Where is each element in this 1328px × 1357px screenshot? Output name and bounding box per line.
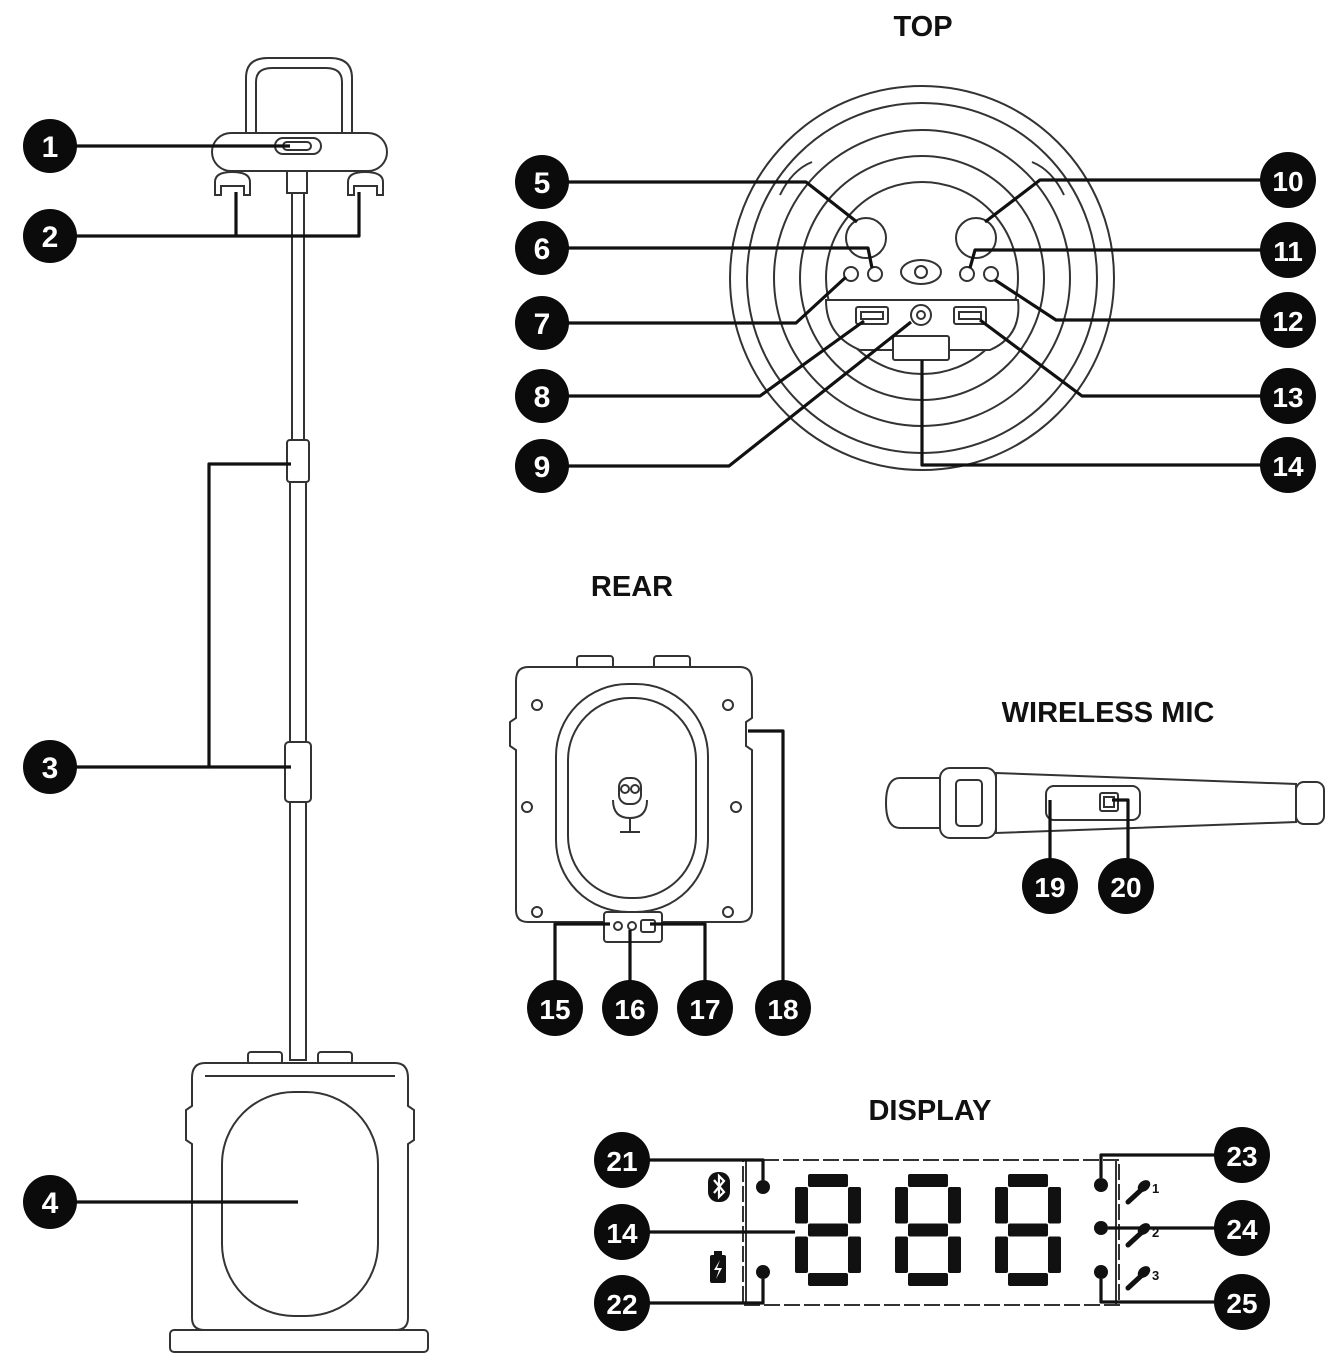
digit-3-segment-e xyxy=(995,1236,1008,1273)
badge-2-label: 2 xyxy=(42,221,59,254)
badge-17-label: 17 xyxy=(689,994,720,1025)
mic-index-1: 1 xyxy=(1152,1181,1159,1196)
badge-23: 23 xyxy=(1214,1127,1270,1183)
badge-12: 12 xyxy=(1260,292,1316,348)
badge-17: 17 xyxy=(677,980,733,1036)
digit-2-segment-a xyxy=(908,1174,948,1187)
badge-7-label: 7 xyxy=(534,308,551,341)
badge-15: 15 xyxy=(527,980,583,1036)
digit-3-segment-c xyxy=(1048,1236,1061,1273)
badge-14-display: 14 xyxy=(594,1204,650,1260)
mic-index-3: 3 xyxy=(1152,1268,1159,1283)
badge-13: 13 xyxy=(1260,368,1316,424)
badge-22: 22 xyxy=(594,1275,650,1331)
digit-2-segment-d xyxy=(908,1273,948,1286)
badge-20-label: 20 xyxy=(1110,872,1141,903)
leader-lines xyxy=(70,144,1280,1305)
badge-24-label: 24 xyxy=(1226,1214,1258,1245)
digit-1-segment-c xyxy=(848,1236,861,1273)
badge-14-display-label: 14 xyxy=(606,1218,638,1249)
display-panel xyxy=(742,1159,1120,1306)
badge-8: 8 xyxy=(515,369,569,423)
badge-14-top: 14 xyxy=(1260,437,1316,493)
digit-3-segment-f xyxy=(995,1187,1008,1224)
badge-10-label: 10 xyxy=(1272,166,1303,197)
badge-13-label: 13 xyxy=(1272,382,1303,413)
badge-6: 6 xyxy=(515,221,569,275)
digit-2-segment-c xyxy=(948,1236,961,1273)
badge-1: 1 xyxy=(23,119,77,173)
digit-3-segment-a xyxy=(1008,1174,1048,1187)
digit-1-segment-g xyxy=(808,1223,848,1237)
mascot-mic-icon xyxy=(612,777,648,833)
mic-indicator-icons: 1 2 3 xyxy=(1125,1180,1159,1291)
microphone-icon xyxy=(1125,1223,1151,1248)
badge-24: 24 xyxy=(1214,1200,1270,1256)
bluetooth-icon xyxy=(708,1172,730,1202)
battery-icon xyxy=(710,1251,726,1283)
badge-8-label: 8 xyxy=(534,381,551,414)
badge-6-label: 6 xyxy=(534,233,551,266)
badge-10: 10 xyxy=(1260,152,1316,208)
digit-2-segment-b xyxy=(948,1187,961,1224)
badge-11-label: 11 xyxy=(1273,236,1303,267)
digit-2-segment-f xyxy=(895,1187,908,1224)
badge-16-label: 16 xyxy=(614,994,645,1025)
digit-1-segment-d xyxy=(808,1273,848,1286)
section-title-rear: REAR xyxy=(591,571,673,603)
badge-15-label: 15 xyxy=(539,994,570,1025)
badge-7: 7 xyxy=(515,296,569,350)
digit-3-segment-g xyxy=(1008,1223,1048,1237)
badge-9-label: 9 xyxy=(534,451,551,484)
badge-14-top-label: 14 xyxy=(1272,451,1304,482)
badge-11: 11 xyxy=(1260,222,1316,278)
digit-1-segment-e xyxy=(795,1236,808,1273)
badge-16: 16 xyxy=(602,980,658,1036)
badge-12-label: 12 xyxy=(1272,306,1303,337)
badge-21-label: 21 xyxy=(606,1146,637,1177)
badge-21: 21 xyxy=(594,1132,650,1188)
digit-1-segment-b xyxy=(848,1187,861,1224)
badge-23-label: 23 xyxy=(1226,1141,1257,1172)
badge-9: 9 xyxy=(515,439,569,493)
digit-2-segment-g xyxy=(908,1223,948,1237)
digit-1-segment-a xyxy=(808,1174,848,1187)
stand-drawing xyxy=(169,57,429,1353)
badge-2: 2 xyxy=(23,209,77,263)
badge-25: 25 xyxy=(1214,1274,1270,1330)
badge-4: 4 xyxy=(23,1175,77,1229)
microphone-icon xyxy=(1125,1266,1151,1291)
badge-19: 19 xyxy=(1022,858,1078,914)
digit-1-segment-f xyxy=(795,1187,808,1224)
badge-4-label: 4 xyxy=(42,1187,59,1220)
badge-5: 5 xyxy=(515,155,569,209)
badge-3-label: 3 xyxy=(42,752,59,785)
microphone-icon xyxy=(884,767,1325,839)
rear-view-drawing xyxy=(509,655,753,943)
mic-index-2: 2 xyxy=(1152,1225,1159,1240)
seven-segment-digits xyxy=(795,1174,1061,1286)
section-title-wireless-mic: WIRELESS MIC xyxy=(1002,697,1215,729)
badge-18-label: 18 xyxy=(767,994,798,1025)
digit-3-segment-b xyxy=(1048,1187,1061,1224)
badge-18: 18 xyxy=(755,980,811,1036)
badge-5-label: 5 xyxy=(534,167,551,200)
badge-22-label: 22 xyxy=(606,1289,637,1320)
digit-3-segment-d xyxy=(1008,1273,1048,1286)
badge-20: 20 xyxy=(1098,858,1154,914)
section-title-display: DISPLAY xyxy=(868,1095,991,1127)
badge-3: 3 xyxy=(23,740,77,794)
badge-19-label: 19 xyxy=(1034,872,1065,903)
badge-25-label: 25 xyxy=(1226,1288,1257,1319)
badge-1-label: 1 xyxy=(42,131,59,164)
section-title-top: TOP xyxy=(893,11,952,43)
digit-2-segment-e xyxy=(895,1236,908,1273)
microphone-icon xyxy=(1125,1180,1151,1205)
